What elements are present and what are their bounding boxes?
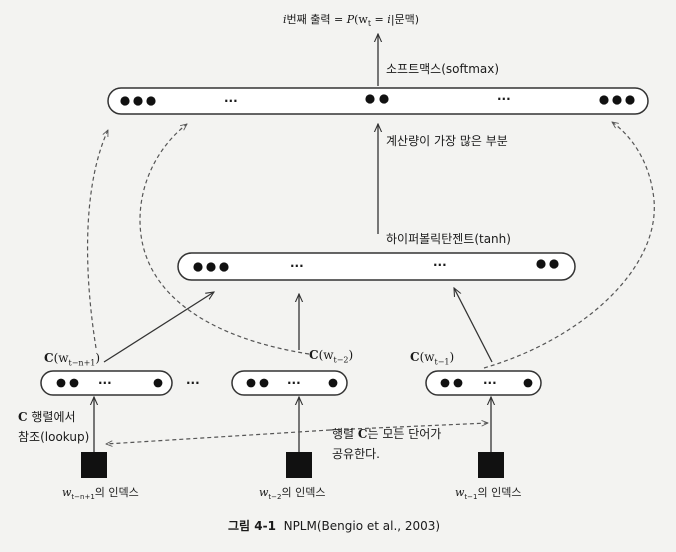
c-label-left: C(wt−n+1) (44, 351, 101, 368)
dashed-sharing-arrows (106, 423, 488, 444)
figure-caption: 그림 4-1 NPLM(Bengio et al., 2003) (228, 519, 440, 533)
tanh-layer (177, 252, 576, 281)
figure-number: 그림 4-1 (228, 519, 276, 533)
softmax-units (120, 94, 635, 106)
embedding-left (40, 370, 173, 396)
compute-heavy-label: 계산량이 가장 많은 부분 (386, 134, 508, 148)
index-label-middle: wt−2의 인덱스 (259, 486, 326, 502)
index-square-left (81, 452, 107, 478)
tanh-ellipsis-2: ··· (433, 258, 447, 272)
softmax-layer (107, 87, 649, 115)
shared-matrix-label: 행렬 C는 모든 단어가 공유한다. (332, 427, 442, 461)
tanh-ellipsis-1: ··· (290, 259, 304, 273)
embedding-middle-ellipsis: ··· (287, 376, 301, 390)
index-square-middle (286, 452, 312, 478)
figure-title: NPLM(Bengio et al., 2003) (283, 519, 441, 533)
index-square-right (478, 452, 504, 478)
embedding-middle (231, 370, 348, 396)
softmax-ellipsis-1: ··· (224, 94, 238, 108)
solid-arrows (94, 34, 492, 452)
tanh-label: 하이퍼볼릭탄젠트(tanh) (386, 232, 511, 246)
c-label-middle: C(wt−2) (309, 348, 354, 365)
tanh-units (193, 259, 559, 272)
index-label-right: wt−1의 인덱스 (455, 486, 522, 502)
index-label-left: wt−n+1의 인덱스 (62, 486, 139, 502)
embedding-right (425, 370, 542, 396)
output-probability-label: i번째 출력 = P(wt = i|문맥) (283, 13, 420, 29)
lookup-label: C 행렬에서 참조(lookup) (18, 410, 90, 444)
softmax-ellipsis-2: ··· (497, 92, 511, 106)
between-vectors-ellipsis: ··· (186, 376, 200, 390)
embedding-left-ellipsis: ··· (98, 376, 112, 390)
embedding-right-ellipsis: ··· (483, 376, 497, 390)
dashed-skip-connections (86, 122, 655, 369)
softmax-label: 소프트맥스(softmax) (386, 62, 500, 76)
c-label-right: C(wt−1) (410, 350, 455, 367)
